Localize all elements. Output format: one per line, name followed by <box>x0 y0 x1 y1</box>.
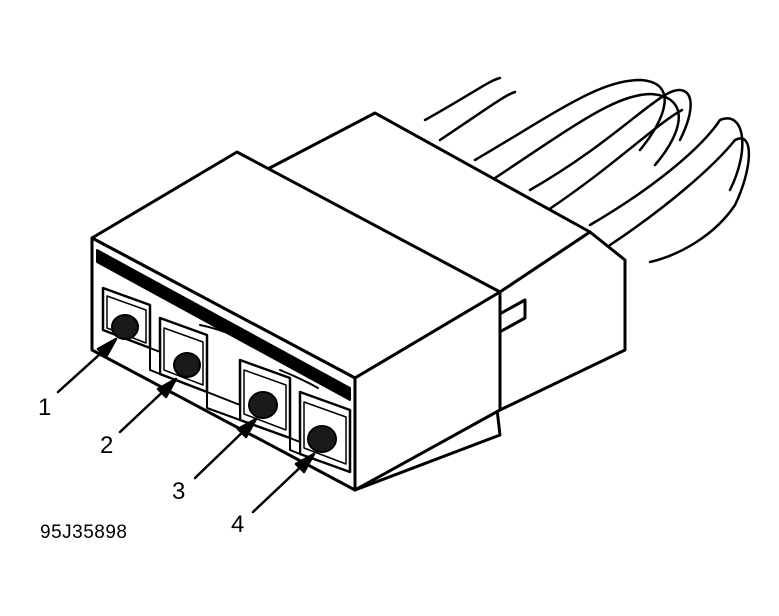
leader-arrows <box>56 337 316 514</box>
front-right-side <box>353 290 502 492</box>
figure-code: 95J35898 <box>40 522 128 543</box>
leader-4 <box>251 458 310 514</box>
terminal-pins <box>111 314 337 453</box>
pin-label-3: 3 <box>172 478 186 505</box>
pin-label-2: 2 <box>100 432 114 459</box>
pin-label-4: 4 <box>231 511 245 538</box>
pin-4 <box>307 425 337 453</box>
wire-1 <box>423 76 517 142</box>
pin-1 <box>111 314 139 340</box>
wire-2 <box>473 78 680 180</box>
pin-2 <box>173 352 201 378</box>
wire-3 <box>528 88 692 212</box>
leader-3 <box>193 423 252 480</box>
pin-label-1: 1 <box>38 394 52 421</box>
pin-3 <box>248 391 278 419</box>
wire-4 <box>588 117 751 264</box>
front-lip-slot <box>96 249 351 401</box>
wire-bundle <box>423 76 751 264</box>
